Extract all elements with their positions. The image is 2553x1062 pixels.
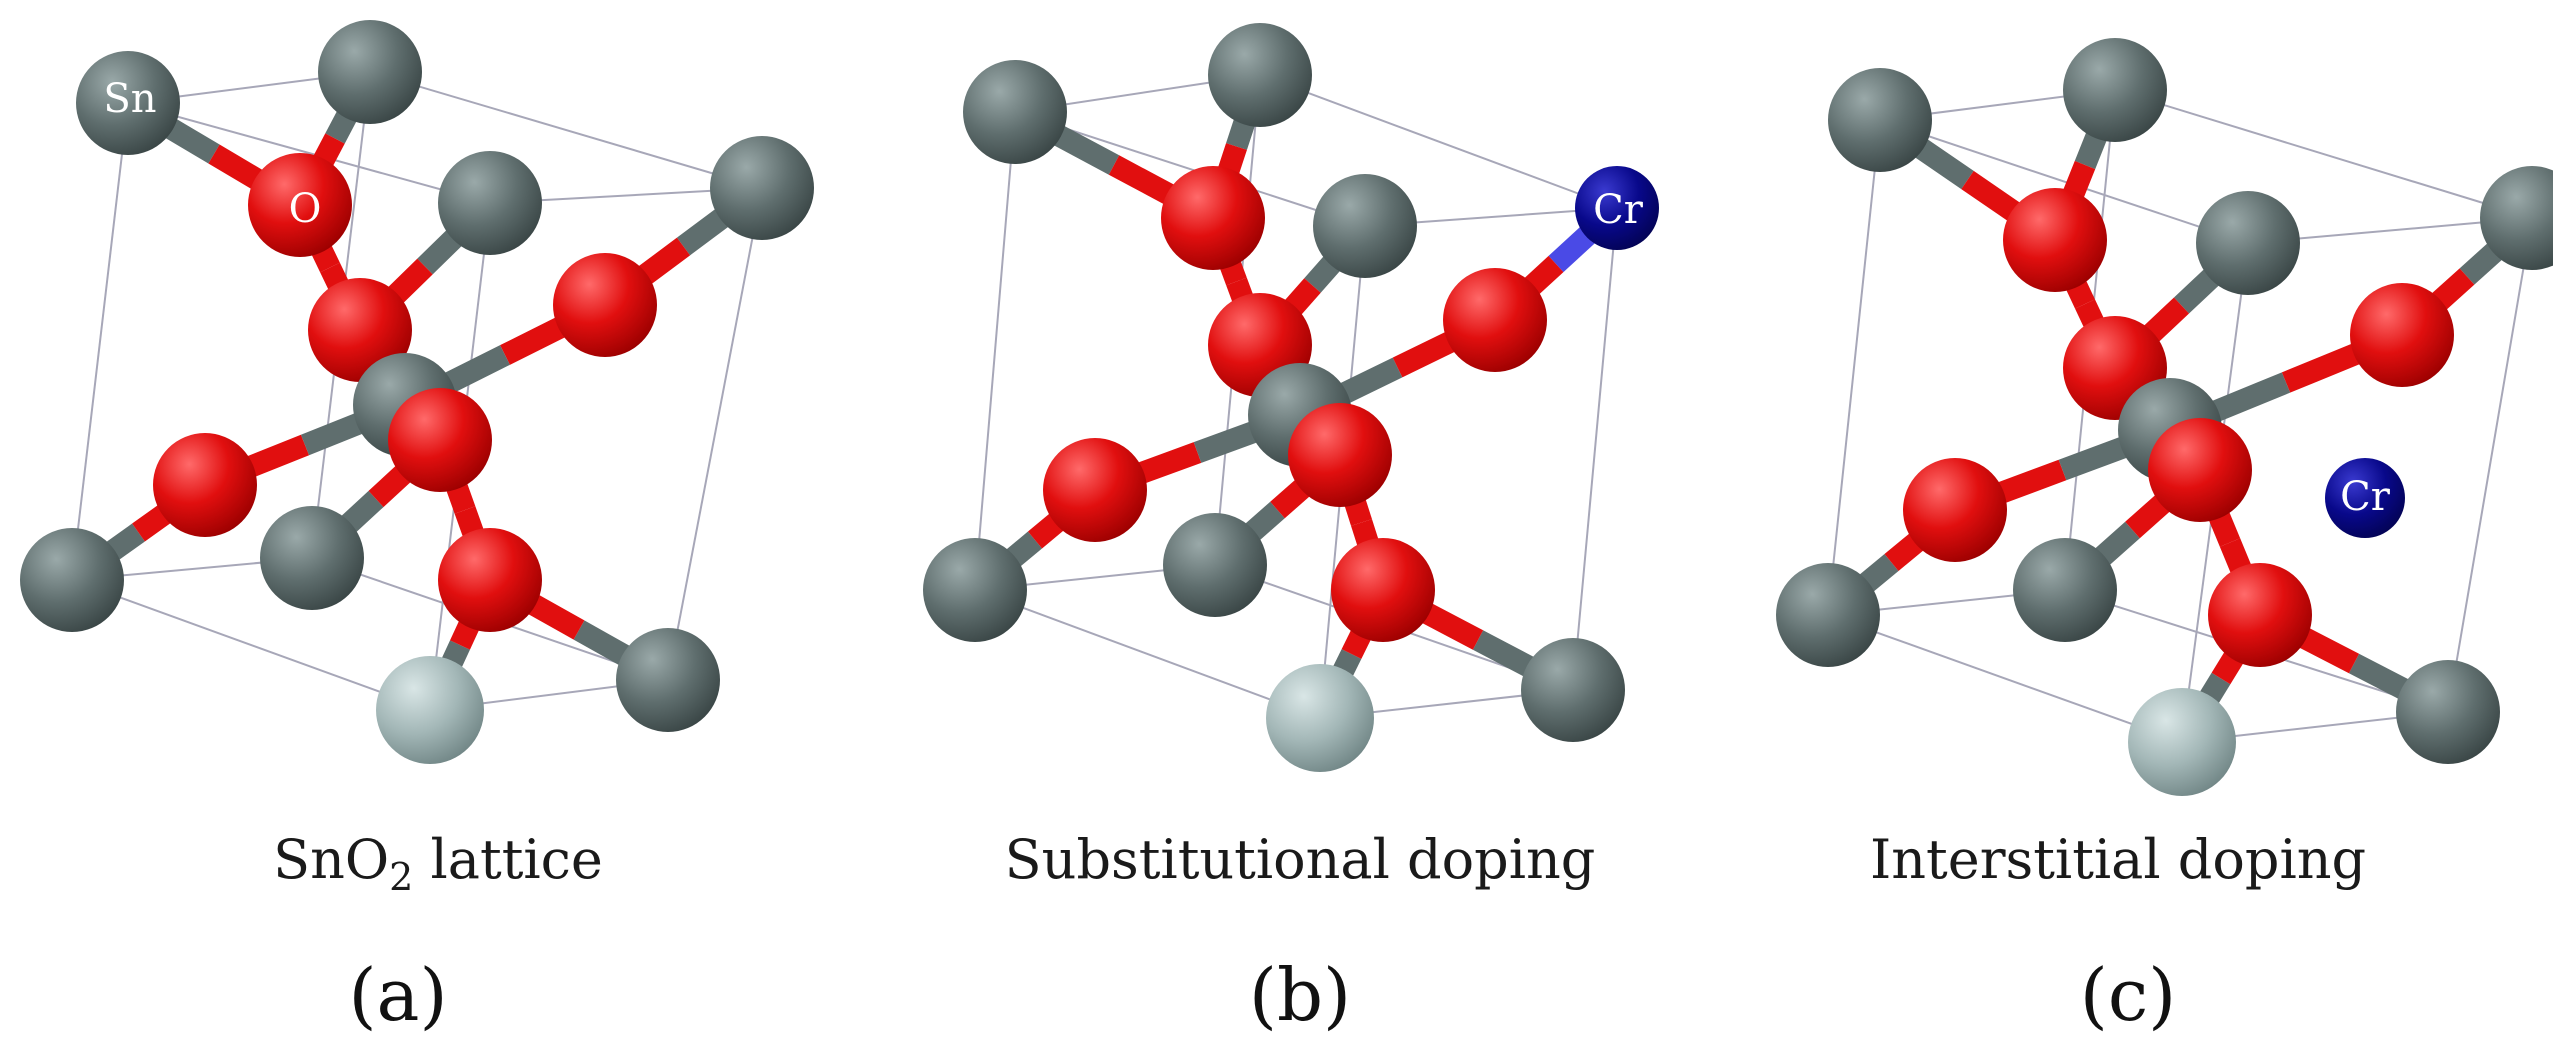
- cell-edge: [1259, 74, 1618, 209]
- atoms: [20, 20, 814, 764]
- sn-atom: [20, 528, 124, 632]
- o-atom: [1161, 166, 1265, 270]
- o-atom: [1288, 403, 1392, 507]
- cell-edge: [2114, 89, 2533, 219]
- sn-atom-label: Sn: [103, 76, 156, 122]
- sn-atom: [2128, 688, 2236, 796]
- o-atom: [248, 153, 352, 257]
- cell-edge: [1827, 119, 1881, 616]
- panel-c: Cr Interstitial doping (c): [1776, 38, 2553, 1037]
- sn-atom: [438, 151, 542, 255]
- sn-atom: [260, 506, 364, 610]
- sn-atom: [923, 538, 1027, 642]
- panel-b-letter: (b): [1249, 953, 1351, 1037]
- sn-atom: [710, 136, 814, 240]
- sn-atom: [1521, 638, 1625, 742]
- panel-c-caption: Interstitial doping: [1870, 828, 2366, 891]
- o-atom: [1043, 438, 1147, 542]
- cell-edge: [127, 102, 491, 204]
- panel-c-letter: (c): [2080, 953, 2177, 1037]
- sn-atom: [318, 20, 422, 124]
- sn-atom: [1208, 23, 1312, 127]
- o-atom-label: O: [289, 186, 322, 232]
- o-atom: [553, 253, 657, 357]
- cr-atom-label: Cr: [1593, 187, 1644, 233]
- cell-edge: [1827, 614, 2183, 743]
- sn-atom: [1266, 664, 1374, 772]
- sn-atom: [2063, 38, 2167, 142]
- sn-atom: [1776, 563, 1880, 667]
- sn-atom: [2396, 660, 2500, 764]
- panel-b: Cr Substitutional doping (b): [923, 23, 1659, 1037]
- panel-a: Sn O SnO2 lattice (a): [20, 20, 814, 1037]
- atoms: [1776, 38, 2553, 796]
- sn-atom: [1313, 174, 1417, 278]
- cr-atom-label: Cr: [2340, 474, 2391, 520]
- sn-atom: [963, 60, 1067, 164]
- cell-edge: [974, 111, 1016, 591]
- sn-atom: [2013, 538, 2117, 642]
- sn-atom: [616, 628, 720, 732]
- cell-edge: [71, 579, 431, 711]
- sn-atom: [76, 51, 180, 155]
- o-atom: [1331, 538, 1435, 642]
- o-atom: [1443, 268, 1547, 372]
- cell-edge: [2447, 217, 2533, 713]
- cell-edge: [667, 187, 763, 681]
- sn-atom: [2480, 166, 2553, 270]
- cell-edge: [369, 71, 763, 189]
- atoms: [923, 23, 1659, 772]
- sn-atom: [376, 656, 484, 764]
- o-atom: [1903, 458, 2007, 562]
- panel-b-caption: Substitutional doping: [1005, 828, 1596, 891]
- cell-edge: [974, 589, 1321, 719]
- o-atom: [438, 528, 542, 632]
- o-atom: [153, 433, 257, 537]
- cr-atom: [2325, 458, 2405, 538]
- cell-edge: [71, 102, 129, 581]
- sn-atom: [1828, 68, 1932, 172]
- cr-atom: [1575, 166, 1659, 250]
- panel-a-caption: SnO2 lattice: [273, 828, 603, 899]
- o-atom: [2208, 563, 2312, 667]
- cell-edge: [1879, 119, 2249, 244]
- o-atom: [2148, 418, 2252, 522]
- panel-a-letter: (a): [348, 953, 447, 1037]
- o-atom: [308, 278, 412, 382]
- o-atom: [2003, 188, 2107, 292]
- sn-atom: [2196, 191, 2300, 295]
- o-atom: [388, 388, 492, 492]
- o-atom: [2350, 283, 2454, 387]
- sn-atom: [1163, 513, 1267, 617]
- cell-edge: [1572, 207, 1618, 691]
